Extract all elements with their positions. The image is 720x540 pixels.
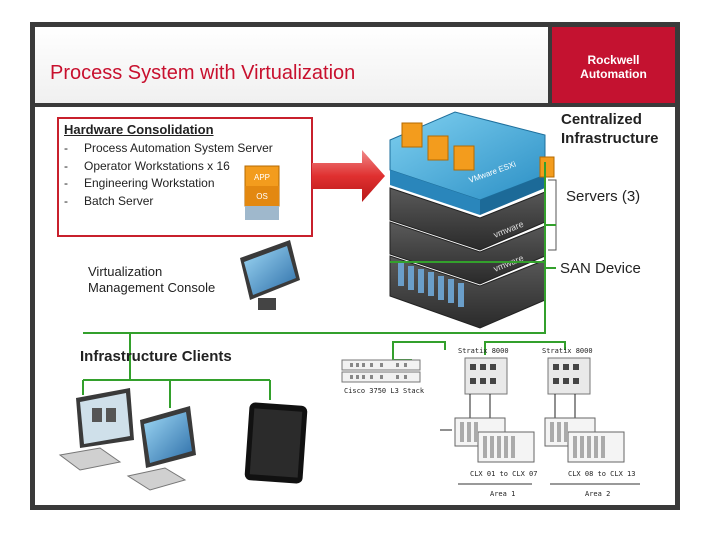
- logo-line-2: Automation: [580, 67, 647, 81]
- client-monitor-icon: [126, 406, 196, 491]
- list-item-text: Engineering Workstation: [84, 176, 215, 190]
- rockwell-logo: Rockwell Automation: [552, 27, 675, 103]
- controller-links: [440, 394, 576, 431]
- hardware-list: - Process Automation System Server - Opera…: [64, 140, 273, 210]
- vm-os-label: OS: [256, 192, 268, 201]
- cisco-switch-stack-icon: [341, 359, 421, 383]
- server-rack-icon: VMware ESXi vmware vmware: [389, 111, 555, 329]
- hardware-list-item: - Process Automation System Server: [64, 140, 273, 158]
- vm-app-label: APP: [254, 173, 270, 182]
- slide-header: [35, 27, 548, 103]
- list-item-text: Operator Workstations x 16: [84, 158, 230, 173]
- cisco-stack-label: Cisco 3750 L3 Stack: [344, 387, 425, 395]
- consolidation-arrow-icon: [312, 150, 385, 202]
- hardware-list-item: - Batch Server: [64, 193, 273, 211]
- clx-area1-label: CLX 01 to CLX 07: [470, 470, 538, 478]
- servers-bracket: [548, 179, 557, 251]
- list-bullet: -: [64, 193, 68, 208]
- area2-label: Area 2: [585, 490, 611, 498]
- slide-title: Process System with Virtualization: [50, 62, 356, 84]
- area1-label: Area 1: [490, 490, 516, 498]
- infrastructure-label: Infrastructure: [561, 130, 659, 147]
- stratix-switch-2-icon: [547, 357, 591, 395]
- stratix-switch-1-icon: [464, 357, 508, 395]
- logo-line-1: Rockwell: [587, 53, 640, 67]
- vmc-label-line2: Management Console: [88, 280, 216, 295]
- stratix-8000-label: Stratix 8000: [458, 347, 509, 355]
- list-bullet: -: [64, 141, 68, 155]
- san-device-label: SAN Device: [560, 260, 641, 277]
- vmc-label-line1: Virtualization: [88, 264, 163, 279]
- hardware-consolidation-heading: Hardware Consolidation: [64, 122, 214, 137]
- vm-cube-icon: APP OS: [244, 165, 280, 220]
- hardware-list-item: - Operator Workstations x 16: [64, 158, 273, 176]
- infrastructure-clients-label: Infrastructure Clients: [80, 348, 232, 365]
- client-tablet-icon: [244, 402, 308, 484]
- management-console-monitor-icon: [240, 240, 300, 310]
- list-bullet: -: [64, 176, 68, 190]
- clx-area2-label: CLX 08 to CLX 13: [568, 470, 636, 478]
- controllogix-chassis-area1-icon: [454, 417, 535, 463]
- client-workstation-icon: [58, 388, 134, 471]
- list-item-text: Batch Server: [84, 193, 154, 208]
- hardware-list-item: - Engineering Workstation: [64, 175, 273, 193]
- servers-label: Servers (3): [566, 188, 641, 205]
- stratix-8001-label: Stratix 8000: [542, 347, 593, 355]
- controllogix-chassis-area2-icon: [544, 417, 625, 463]
- list-bullet: -: [64, 158, 68, 173]
- centralized-label: Centralized: [561, 111, 642, 128]
- list-item-text: Process Automation System Server: [84, 141, 273, 155]
